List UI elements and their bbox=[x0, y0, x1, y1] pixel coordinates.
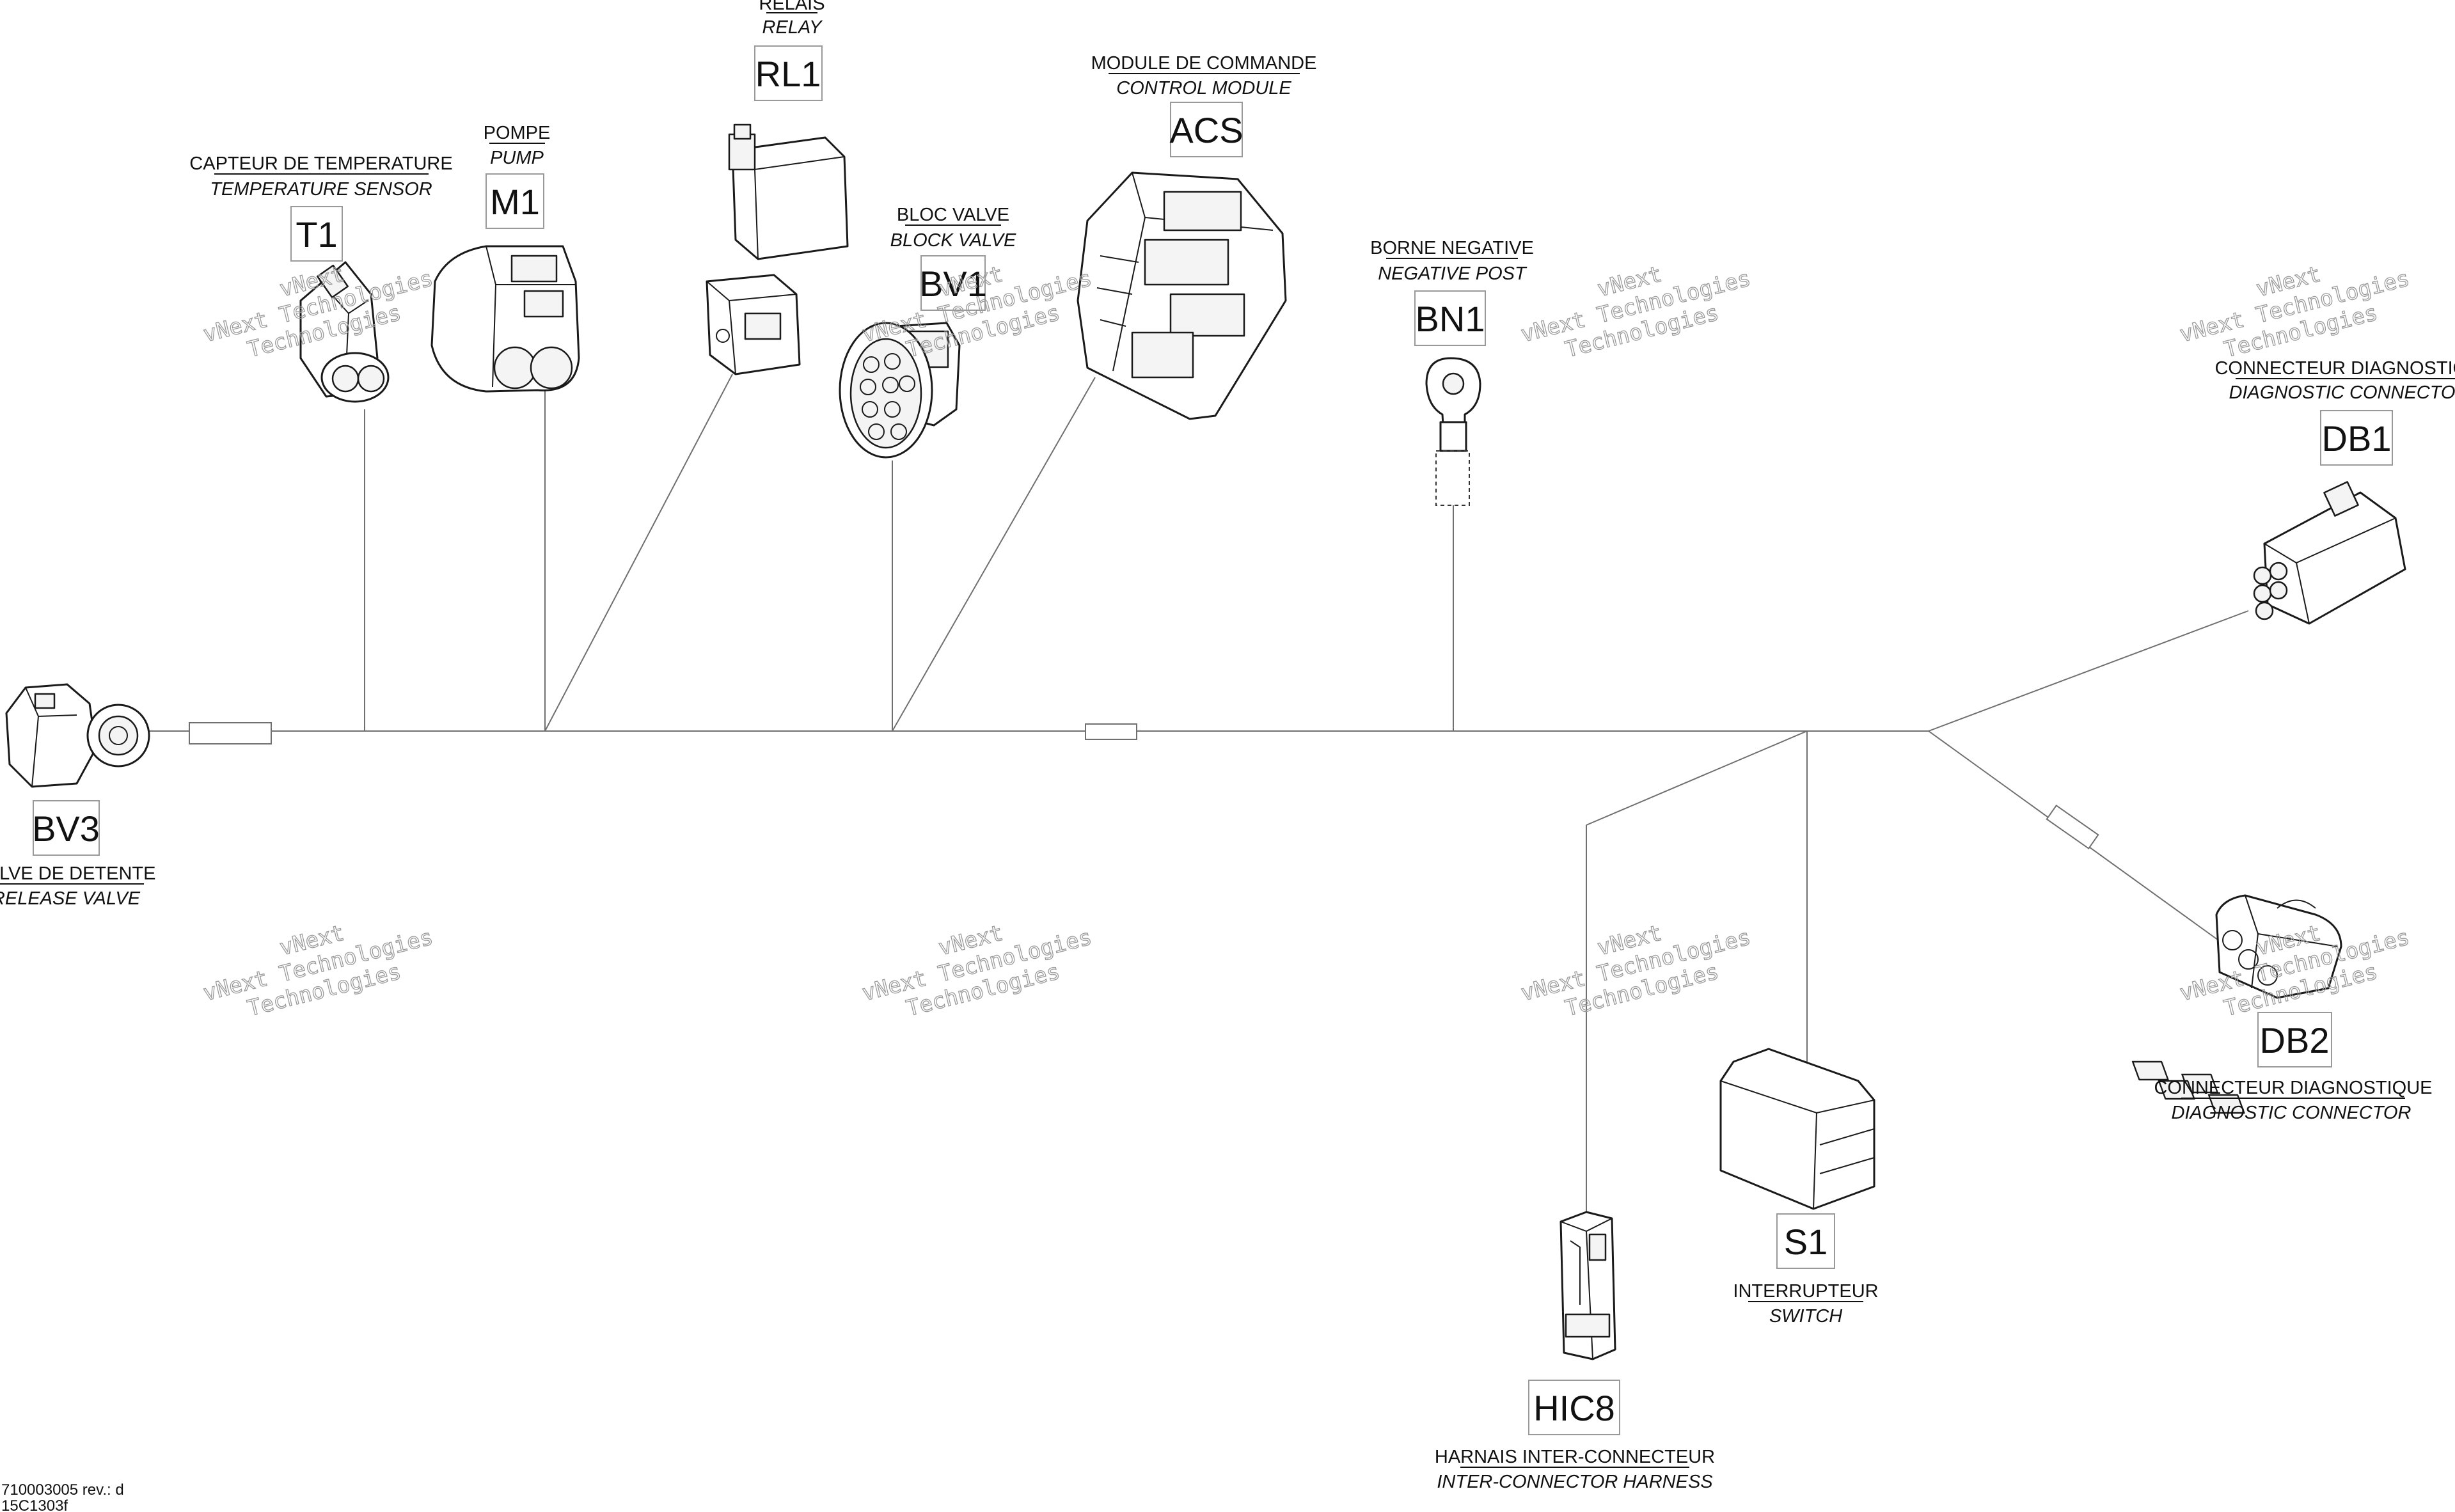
bv1-pin-grid bbox=[860, 353, 915, 440]
label-en-t1: TEMPERATURE SENSOR bbox=[210, 179, 432, 200]
label-en-hic8: INTER-CONNECTOR HARNESS bbox=[1437, 1472, 1713, 1492]
connector-db1-drawing bbox=[2253, 481, 2406, 625]
id-text-s1: S1 bbox=[1784, 1222, 1828, 1262]
watermark: vNext vNext Technologies Technologies bbox=[2177, 261, 2413, 363]
label-en-acs: CONTROL MODULE bbox=[1116, 78, 1291, 98]
id-box-bn1: BN1 bbox=[1414, 290, 1486, 346]
id-text-bv1: BV1 bbox=[919, 264, 987, 304]
label-en-m1: PUMP bbox=[490, 148, 544, 168]
label-fr-t1: CAPTEUR DE TEMPERATURE bbox=[189, 154, 452, 174]
wire-splice-sleeve bbox=[2046, 805, 2099, 849]
harness-wires bbox=[128, 374, 2249, 1222]
watermark: vNext vNext Technologies Technologies bbox=[859, 920, 1095, 1022]
component-id-labels: BV3 T1 M1 RL1 BV1 ACS BN1 DB1 bbox=[32, 45, 2393, 1435]
watermark: vNext vNext Technologies Technologies bbox=[1518, 261, 1754, 363]
label-en-s1: SWITCH bbox=[1769, 1306, 1842, 1327]
label-en-db2: DIAGNOSTIC CONNECTOR bbox=[2172, 1103, 2412, 1123]
id-box-t1: T1 bbox=[290, 206, 343, 262]
id-text-db1: DB1 bbox=[2322, 418, 2392, 459]
label-en-bv3: RELEASE VALVE bbox=[0, 888, 141, 909]
wire-splice-sleeve bbox=[1085, 723, 1137, 740]
label-fr-bv3: VALVE DE DETENTE bbox=[0, 863, 155, 884]
id-box-m1: M1 bbox=[485, 173, 544, 229]
id-text-hic8: HIC8 bbox=[1533, 1388, 1615, 1428]
label-fr-db2: CONNECTEUR DIAGNOSTIQUE bbox=[2154, 1078, 2432, 1098]
connector-bn1-drawing bbox=[1425, 357, 1481, 506]
id-box-bv3: BV3 bbox=[32, 800, 100, 856]
connector-bv1-drawing bbox=[839, 322, 961, 459]
connector-rl1-drawing bbox=[706, 123, 849, 375]
branch-wire-acs bbox=[892, 377, 1096, 732]
watermark: vNext vNext Technologies Technologies bbox=[200, 920, 436, 1022]
id-text-rl1: RL1 bbox=[755, 54, 821, 94]
branch-wire-hic8-diag bbox=[1586, 730, 1808, 826]
connector-hic8-drawing bbox=[1559, 1211, 1616, 1360]
label-en-rl1: RELAY bbox=[762, 17, 824, 38]
id-box-bv1: BV1 bbox=[919, 255, 987, 311]
id-text-acs: ACS bbox=[1169, 110, 1243, 150]
connector-db2-drawing bbox=[2215, 894, 2342, 999]
id-box-hic8: HIC8 bbox=[1528, 1380, 1620, 1435]
label-en-db1: DIAGNOSTIC CONNECTOR bbox=[2229, 382, 2455, 403]
id-text-db2: DB2 bbox=[2260, 1020, 2330, 1060]
id-box-db1: DB1 bbox=[2320, 410, 2393, 466]
id-box-acs: ACS bbox=[1169, 102, 1243, 157]
connector-acs-drawing bbox=[1077, 171, 1287, 420]
id-text-bn1: BN1 bbox=[1416, 299, 1485, 339]
connector-t1-drawing bbox=[299, 261, 390, 403]
drawing-revision: 710003005 rev.: d bbox=[1, 1481, 124, 1499]
label-fr-bv1: BLOC VALVE bbox=[897, 205, 1009, 225]
drawing-reference: 710003005 rev.: d 15C1303f bbox=[1, 1481, 124, 1512]
label-fr-rl1: RELAIS bbox=[759, 0, 825, 14]
connector-bv3-drawing bbox=[5, 683, 150, 788]
id-text-m1: M1 bbox=[490, 182, 540, 222]
label-fr-bn1: BORNE NEGATIVE bbox=[1370, 238, 1534, 258]
label-fr-hic8: HARNAIS INTER-CONNECTEUR bbox=[1435, 1447, 1715, 1467]
id-box-s1: S1 bbox=[1776, 1213, 1835, 1269]
branch-wire-db1 bbox=[1928, 610, 2249, 732]
connector-m1-drawing bbox=[430, 245, 580, 393]
label-en-bv1: BLOCK VALVE bbox=[890, 230, 1016, 251]
drawing-number: 15C1303f bbox=[1, 1497, 68, 1512]
id-text-bv3: BV3 bbox=[32, 808, 100, 849]
wire-splice-sleeve bbox=[189, 722, 272, 744]
label-en-bn1: NEGATIVE POST bbox=[1378, 264, 1527, 284]
id-box-rl1: RL1 bbox=[754, 45, 823, 101]
label-fr-db1: CONNECTEUR DIAGNOSTIQUE bbox=[2214, 358, 2455, 379]
label-fr-m1: POMPE bbox=[484, 123, 551, 143]
watermark: vNext vNext Technologies Technologies bbox=[1518, 920, 1754, 1022]
label-fr-s1: INTERRUPTEUR bbox=[1733, 1281, 1878, 1302]
branch-wire-rl1 bbox=[544, 374, 733, 732]
id-box-db2: DB2 bbox=[2257, 1012, 2332, 1067]
label-fr-acs: MODULE DE COMMANDE bbox=[1091, 53, 1317, 74]
id-text-t1: T1 bbox=[296, 214, 337, 255]
connector-s1-drawing bbox=[1719, 1048, 2245, 1210]
